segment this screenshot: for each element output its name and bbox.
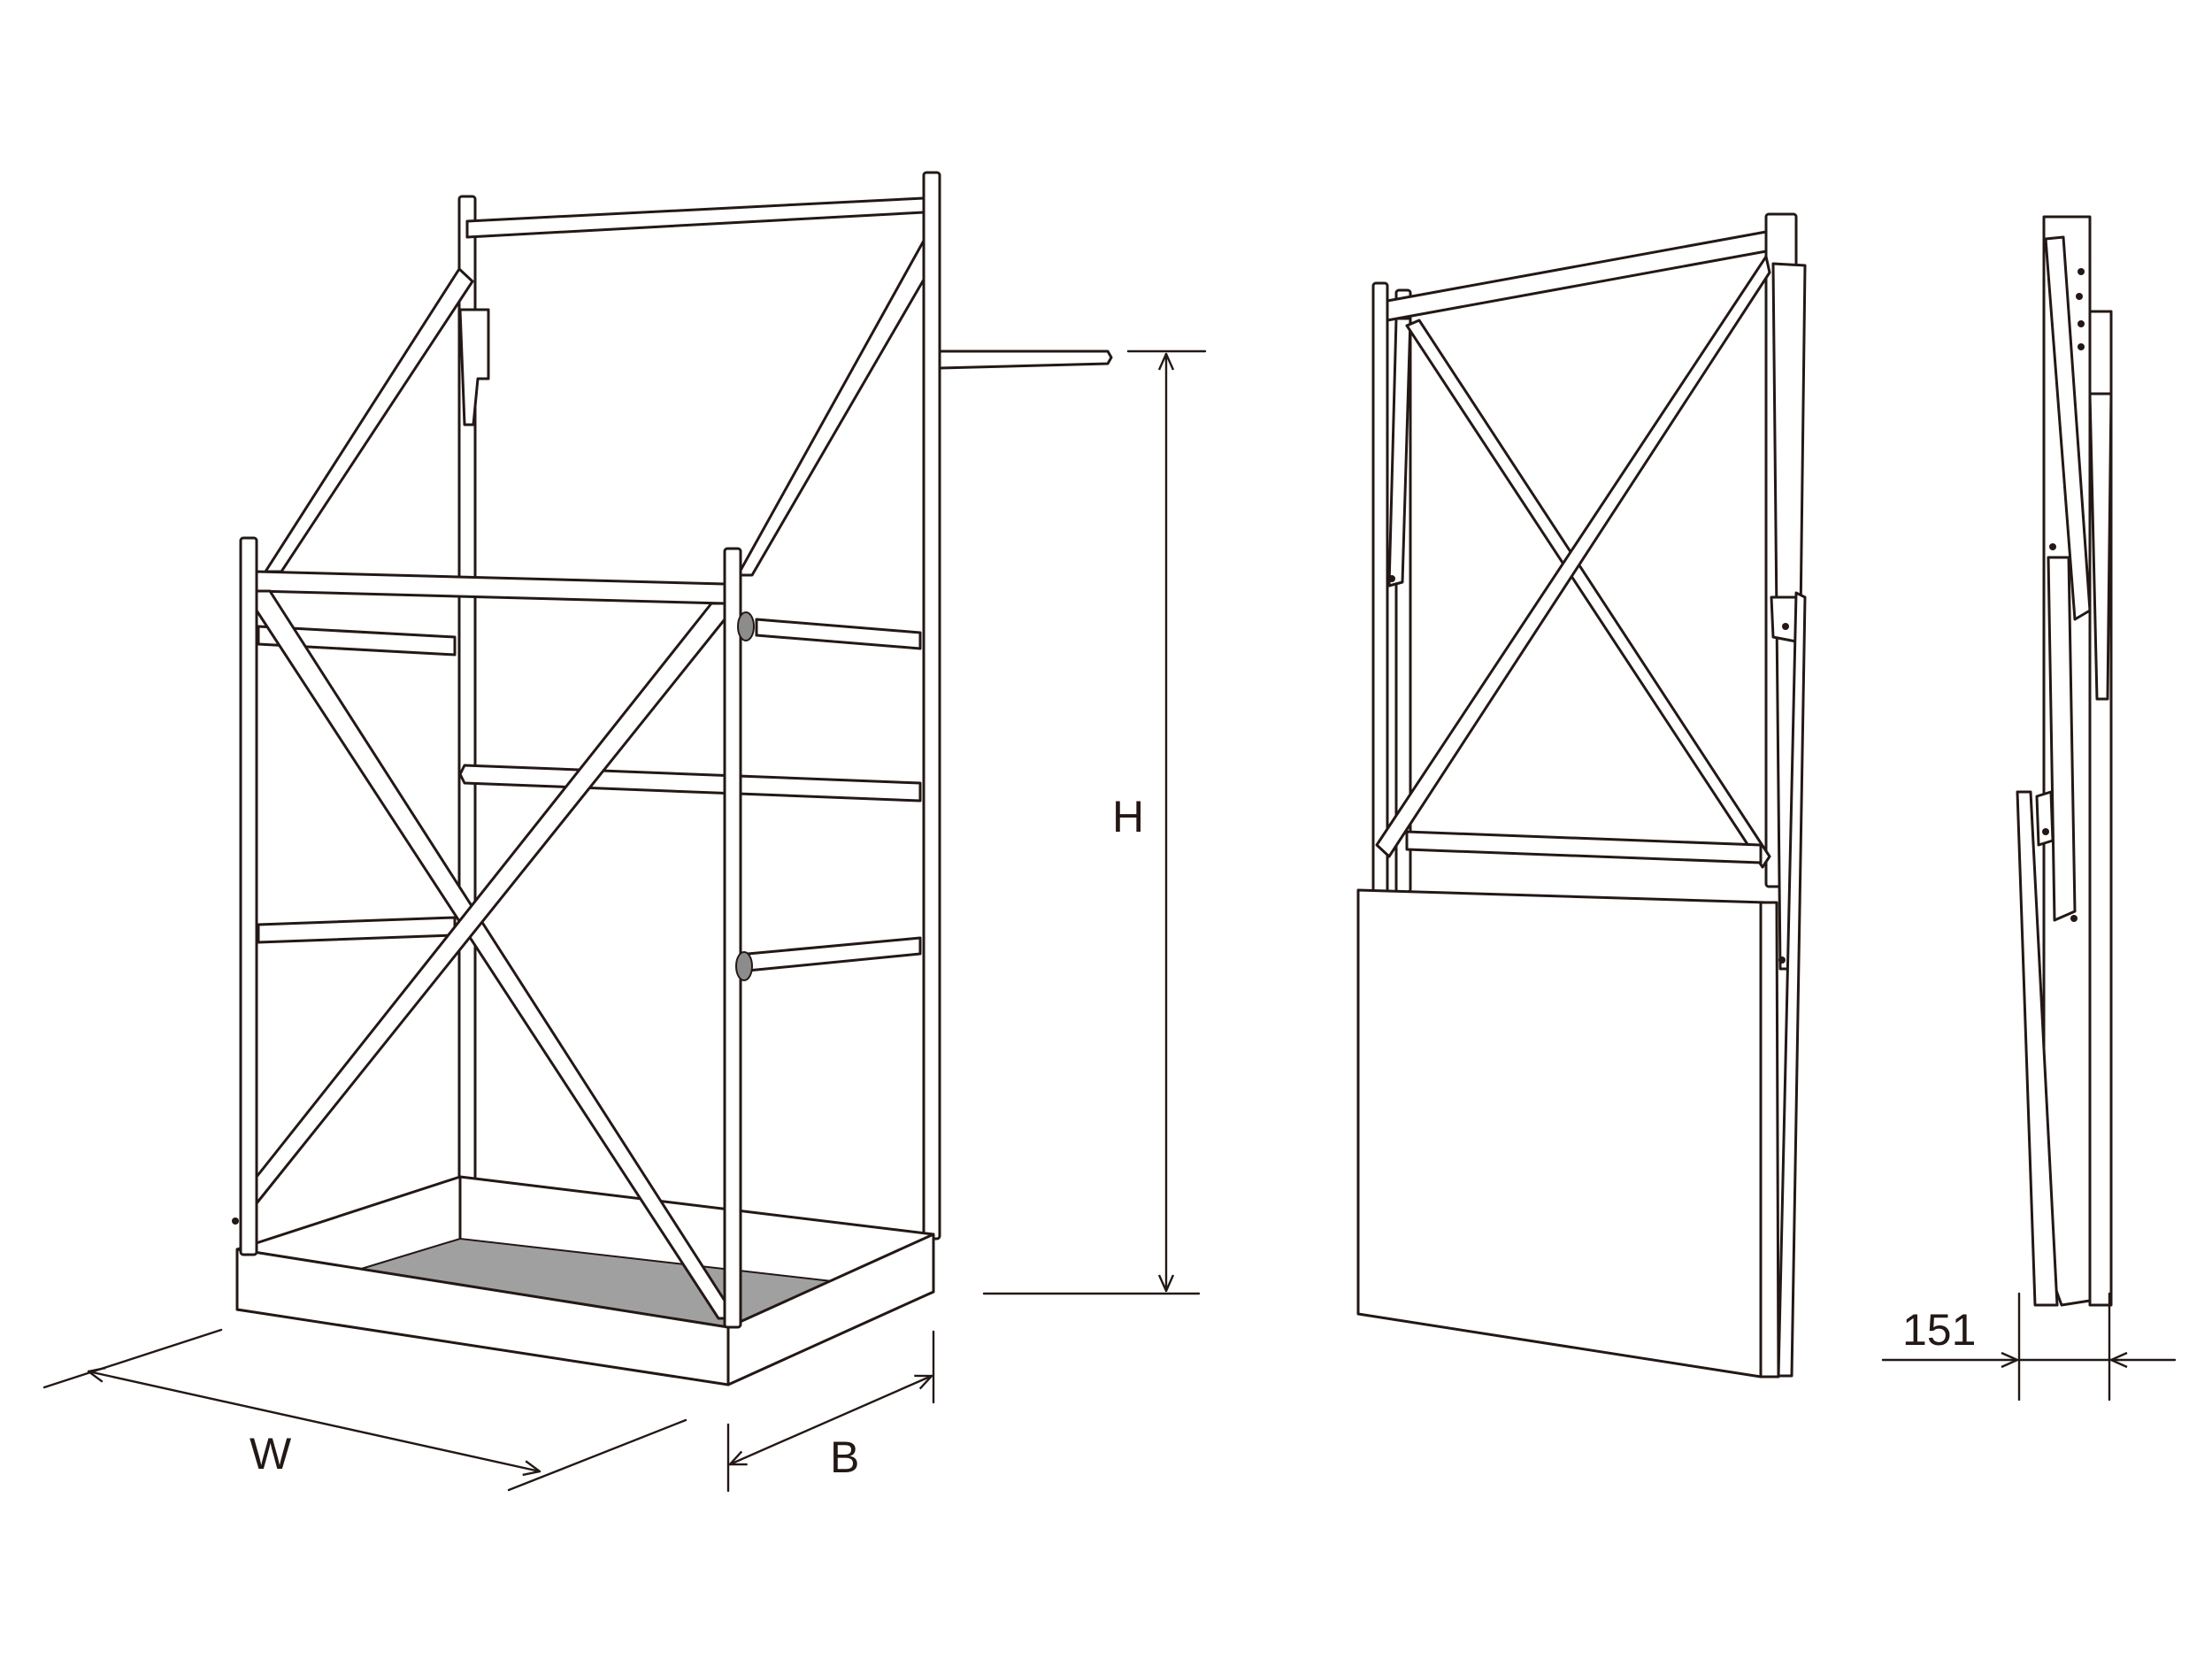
label-h: H xyxy=(1112,792,1144,841)
label-b: B xyxy=(830,1432,859,1482)
dimension-w: W xyxy=(42,1328,687,1492)
side-view-folding xyxy=(1356,212,1807,1379)
dimension-b: B xyxy=(726,1330,935,1493)
dimension-folded-thickness: 151 xyxy=(1881,1292,2177,1402)
label-151: 151 xyxy=(1902,1305,1976,1355)
assembled-frame-3d xyxy=(232,171,1113,1386)
label-w: W xyxy=(250,1429,292,1479)
dimension-h: H xyxy=(982,349,1207,1295)
folded-view xyxy=(2016,215,2113,1307)
